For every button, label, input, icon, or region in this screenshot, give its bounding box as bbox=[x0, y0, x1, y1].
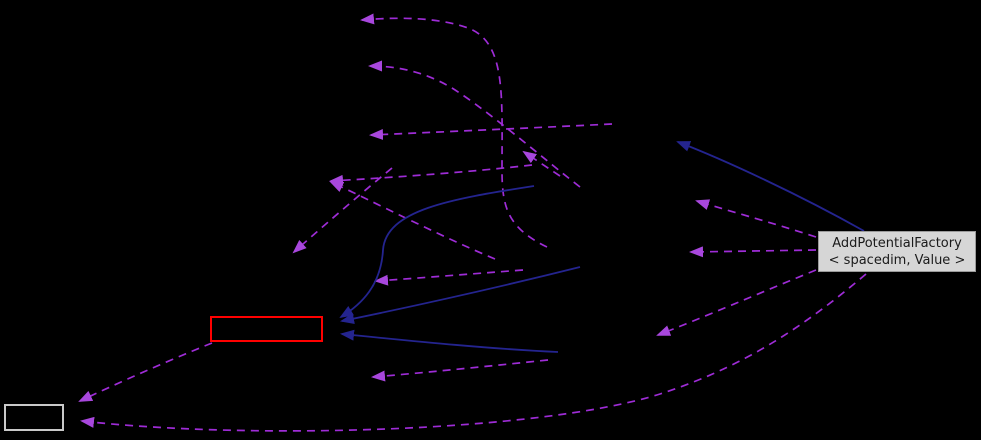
edge-red-to-plain bbox=[78, 342, 213, 402]
edge-factory-upleft bbox=[695, 199, 817, 238]
edge-hidden-to-top-2 bbox=[368, 60, 581, 188]
edge-hidden-overlap-arrow bbox=[522, 150, 561, 177]
edge-hidden-to-mid-3 bbox=[292, 167, 393, 254]
edge-hidden-to-mid-2 bbox=[329, 164, 533, 186]
edge-factory-downleft bbox=[656, 269, 817, 336]
node-plain-box[interactable] bbox=[4, 404, 64, 431]
edge-blue-curve-to-red bbox=[339, 185, 535, 319]
node-red-highlight[interactable] bbox=[210, 316, 323, 342]
edge-hidden-to-mid-1 bbox=[369, 123, 613, 140]
edge-hidden-to-bottomleft bbox=[371, 359, 549, 382]
factory-label-line1: AddPotentialFactory bbox=[832, 236, 962, 251]
edge-factory-short-left bbox=[689, 246, 817, 258]
edge-hidden-diag-to-mid-2 bbox=[329, 181, 496, 260]
edge-factory-to-plain bbox=[80, 273, 867, 432]
edge-factory-blue-upleft bbox=[676, 141, 865, 232]
factory-label-line2: < spacedim, Value > bbox=[828, 253, 966, 268]
edge-blue-straight-to-red bbox=[340, 266, 581, 324]
edge-blue-lower-to-red bbox=[340, 329, 559, 353]
node-add-potential-factory[interactable]: AddPotentialFactory < spacedim, Value > bbox=[818, 231, 976, 272]
edge-hidden-to-top-1 bbox=[360, 13, 548, 248]
edge-hidden-to-left-long bbox=[374, 269, 524, 286]
